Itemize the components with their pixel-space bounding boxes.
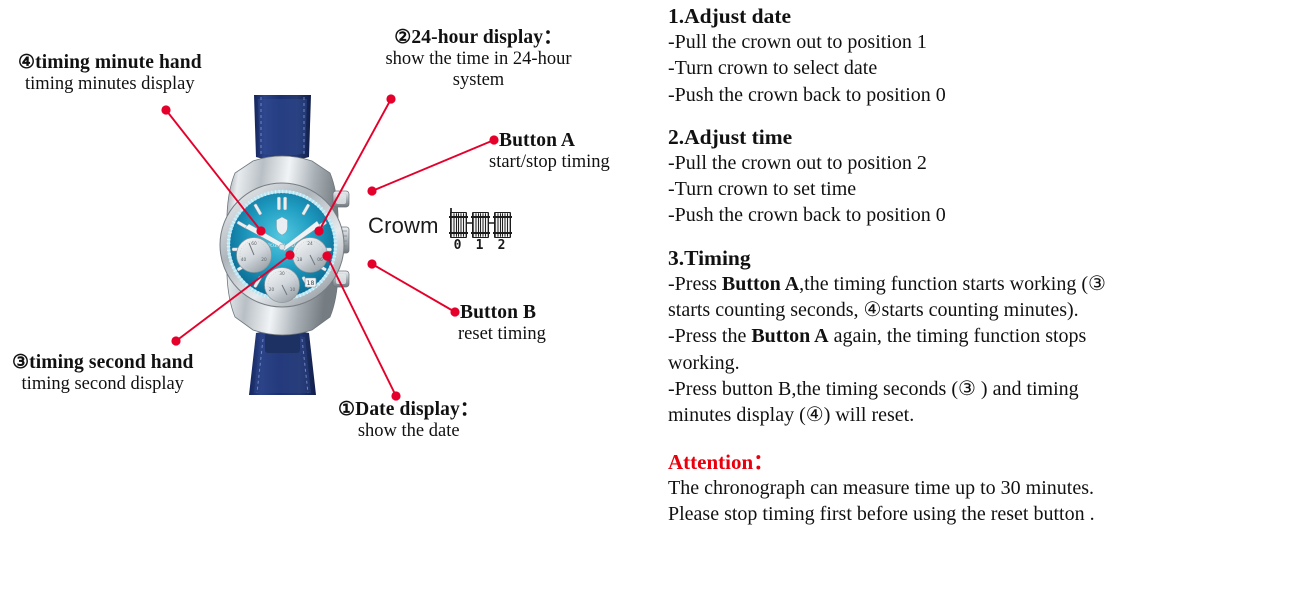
callout-title: ④timing minute hand	[18, 52, 202, 73]
svg-text:60: 60	[251, 241, 257, 247]
timing-line-3-bold: Button A	[751, 325, 829, 348]
timing-line-6: minutes display (④) will reset.	[668, 404, 915, 427]
svg-text:18: 18	[297, 257, 303, 263]
callout-timing-second-hand: ③timing second hand timing second displa…	[12, 352, 193, 395]
crown-position-diagram: 0 1 2	[446, 202, 512, 254]
svg-text:06: 06	[317, 257, 323, 263]
timing-line-1-post: ,the timing function starts working (③	[799, 272, 1106, 295]
date-window: 18	[304, 277, 317, 288]
svg-text:24: 24	[307, 241, 313, 247]
callout-title: ③timing second hand	[12, 352, 194, 373]
timing-line-1: -Press Button A,the timing function star…	[668, 271, 1248, 297]
instructions-panel: 1.Adjust date -Pull the crown out to pos…	[668, 0, 1248, 590]
watch-illustration: POEDAGAR 60 40 20 24 18 06 30	[219, 95, 350, 395]
section-adjust-time: 2.Adjust time -Pull the crown out to pos…	[668, 125, 1248, 229]
crown-position-2-label: 2	[497, 238, 506, 253]
pusher-a	[332, 190, 350, 208]
callout-24-hour-display: ②24-hour display： show the time in 24-ho…	[366, 27, 591, 90]
spacer	[668, 108, 1248, 125]
crown-position-0-label: 0	[453, 238, 462, 253]
svg-text:30: 30	[279, 271, 285, 277]
attention-line: Please stop timing first before using th…	[668, 503, 1095, 526]
callout-subtitle: show the date	[357, 420, 460, 441]
marker-1: ①	[338, 399, 356, 420]
section-attention: Attention： The chronograph can measure t…	[668, 450, 1248, 528]
crown-position-1-icon	[471, 212, 490, 238]
timing-line-1-pre: -Press	[668, 272, 722, 295]
svg-text:20: 20	[261, 257, 267, 263]
callout-title: ②24-hour display：	[394, 27, 563, 48]
section-line: -Pull the crown out to position 1	[668, 30, 927, 53]
subdial-left: 60 40 20	[236, 237, 272, 273]
subdial-right: 24 18 06	[292, 237, 328, 273]
section-line: -Turn crown to set time	[668, 178, 857, 200]
callout-button-a: Button A start/stop timing	[489, 130, 610, 173]
section-line: -Push the crown back to position 0	[668, 204, 946, 227]
crown-link-0-1	[465, 222, 472, 224]
section-heading: 3.Timing	[668, 245, 751, 270]
marker-3: ③	[12, 352, 30, 373]
callout-subtitle: show the time in 24-hour system	[385, 48, 572, 90]
section-line: -Pull the crown out to position 2	[668, 151, 927, 174]
svg-text:40: 40	[241, 257, 247, 263]
svg-text:10: 10	[290, 287, 296, 293]
crown-position-1-label: 1	[475, 238, 484, 253]
timing-line-4: working.	[668, 351, 740, 374]
crown-position-0-icon	[449, 212, 468, 238]
callout-title: ①Date display：	[338, 399, 480, 420]
callout-subtitle: start/stop timing	[489, 151, 610, 172]
callout-timing-minute-hand: ④timing minute hand timing minutes displ…	[18, 52, 202, 95]
spacer	[668, 429, 1248, 450]
svg-text:20: 20	[269, 287, 275, 293]
timing-line-3-post: again, the timing function stops	[828, 325, 1087, 348]
callout-date-display: ①Date display： show the date	[338, 399, 479, 442]
callout-subtitle: timing second display	[21, 373, 184, 394]
callout-title: Button B	[460, 302, 537, 323]
section-heading: 1.Adjust date	[668, 4, 792, 28]
crown-link-1-2	[487, 222, 494, 224]
callout-subtitle: reset timing	[458, 323, 546, 344]
section-timing: 3.Timing -Press Button A,the timing func…	[668, 246, 1248, 429]
section-line: -Push the crown back to position 0	[668, 83, 946, 106]
attention-line: The chronograph can measure time up to 3…	[668, 477, 1094, 500]
callout-subtitle: timing minutes display	[25, 73, 195, 94]
timing-line-5: -Press button B,the timing seconds (③ ) …	[668, 378, 1079, 401]
marker-2: ②	[394, 27, 412, 48]
callout-title: Button A	[499, 130, 576, 151]
crown-label: Crowm	[368, 213, 439, 238]
callout-button-b: Button B reset timing	[450, 302, 546, 345]
attention-heading: Attention：	[668, 449, 775, 474]
crown-position-2-icon	[493, 212, 512, 238]
marker-4: ④	[18, 52, 36, 73]
spacer	[668, 229, 1248, 246]
svg-text:18: 18	[307, 280, 315, 287]
timing-line-3: -Press the Button A again, the timing fu…	[668, 323, 1248, 349]
timing-line-2: starts counting seconds, ④starts countin…	[668, 298, 1079, 321]
subdial-bottom: 30 20 10	[264, 267, 300, 303]
section-heading: 2.Adjust time	[668, 124, 793, 149]
timing-line-3-pre: -Press the	[668, 325, 752, 348]
section-line: -Turn crown to select date	[668, 57, 878, 80]
timing-line-1-bold: Button A	[721, 272, 800, 295]
watch-diagram-panel: POEDAGAR 60 40 20 24 18 06 30	[12, 27, 610, 442]
section-adjust-date: 1.Adjust date -Pull the crown out to pos…	[668, 4, 1248, 108]
